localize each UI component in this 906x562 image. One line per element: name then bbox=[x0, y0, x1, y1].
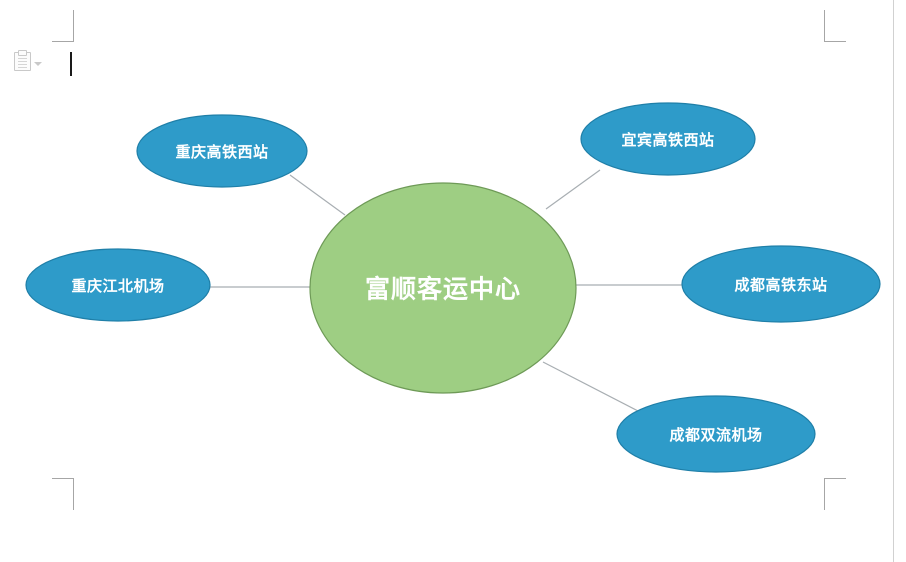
chevron-down-icon[interactable] bbox=[34, 61, 42, 66]
spoke-node-label: 重庆高铁西站 bbox=[175, 143, 268, 161]
connector-to-yibin-west-rail bbox=[545, 169, 601, 210]
center-node-shape[interactable] bbox=[309, 182, 577, 394]
spoke-node-yibin-west-rail[interactable]: 宜宾高铁西站 bbox=[580, 102, 756, 176]
connector-lines bbox=[210, 169, 683, 413]
spoke-node-shape[interactable] bbox=[136, 114, 308, 188]
spoke-node-chongqing-jiangbei-airport[interactable]: 重庆江北机场 bbox=[25, 248, 211, 322]
spoke-node-chengdu-east-rail[interactable]: 成都高铁东站 bbox=[681, 245, 881, 323]
spoke-node-label: 成都高铁东站 bbox=[734, 276, 827, 294]
spoke-node-chongqing-west-rail[interactable]: 重庆高铁西站 bbox=[136, 114, 308, 188]
spoke-node-shape[interactable] bbox=[580, 102, 756, 176]
center-node-label: 富顺客运中心 bbox=[365, 275, 521, 304]
paste-options-button[interactable] bbox=[14, 50, 42, 71]
spoke-node-shape[interactable] bbox=[25, 248, 211, 322]
spoke-node-label: 成都双流机场 bbox=[669, 426, 762, 444]
text-cursor bbox=[70, 52, 72, 76]
spoke-node-shape[interactable] bbox=[681, 245, 881, 323]
spoke-node-chengdu-shuangliu-airport[interactable]: 成都双流机场 bbox=[616, 395, 816, 473]
spoke-node-shape[interactable] bbox=[616, 395, 816, 473]
spoke-node-label: 重庆江北机场 bbox=[71, 277, 164, 295]
connector-to-chongqing-west-rail bbox=[289, 174, 346, 216]
page-right-edge bbox=[893, 0, 894, 562]
center-node[interactable]: 富顺客运中心 bbox=[309, 182, 577, 394]
clipboard-icon bbox=[14, 50, 31, 71]
connector-to-chengdu-shuangliu-airport bbox=[542, 361, 641, 413]
spoke-node-label: 宜宾高铁西站 bbox=[621, 131, 714, 149]
